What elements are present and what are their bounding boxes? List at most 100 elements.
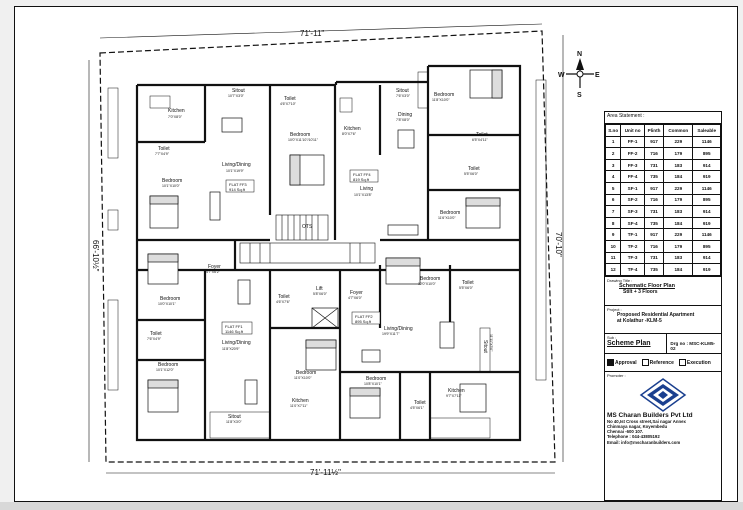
cell: 10 xyxy=(604,239,622,253)
drawing-title: Schematic Floor Plan xyxy=(619,282,675,289)
cell: 4 xyxy=(604,170,622,183)
cell: 183 xyxy=(663,205,694,218)
cell: FF-2 xyxy=(620,147,645,160)
site-boundary xyxy=(99,30,556,463)
cell: 183 xyxy=(663,251,694,265)
room-toilet-w1: Toilet xyxy=(158,146,170,152)
furniture-tables xyxy=(209,117,455,405)
room-toilet-w1-dim: 7'7"X4'9" xyxy=(155,152,170,156)
compass-n: N xyxy=(577,51,582,58)
flat-ff4: FLAT FF4 xyxy=(353,172,371,177)
room-sitout-nw-dim: 10'7"X3'0" xyxy=(228,94,245,98)
room-toilet-e1-dim: 5'5"X6'0" xyxy=(464,172,479,176)
project-section: Project : Proposed Residential Apartment… xyxy=(605,306,721,334)
room-living-ff2: Living/Dining xyxy=(384,326,413,332)
col-unit: Unit no xyxy=(620,124,645,137)
cell: 895 xyxy=(692,193,721,207)
project-line2: at Kolathur -KLM-5 xyxy=(617,317,662,324)
cell: SF-3 xyxy=(620,205,645,218)
dim-bottom: 71'-11½" xyxy=(310,468,341,477)
address-line3: Chennai -600 107. xyxy=(607,429,644,435)
cell: 1 xyxy=(604,135,622,149)
drawing-subtitle: Stilt + 3 Floors xyxy=(623,288,658,295)
cell: SF-1 xyxy=(620,181,645,195)
room-toilet-ne: Toilet xyxy=(476,132,488,138)
cell: 9 xyxy=(604,228,622,241)
room-living-ff1-dim: 11'8"X20'9" xyxy=(222,347,240,351)
room-foyer-w: Foyer xyxy=(208,264,221,270)
lift-shaft xyxy=(311,307,339,329)
cell: 179 xyxy=(663,193,694,207)
room-sitout-nw: Sitout xyxy=(232,88,245,94)
room-toilet-e2-dim: 5'5"X6'0" xyxy=(459,286,474,290)
room-bedroom-sw: Bedroom xyxy=(158,362,178,368)
room-bedroom-sc-dim: 11'0"X10'0" xyxy=(294,376,312,380)
cell: 184 xyxy=(663,263,694,276)
room-sitout-sw: Sitout xyxy=(228,414,241,420)
cell: SF-2 xyxy=(620,193,645,207)
room-bedroom-e2-dim: 12'0"X10'0" xyxy=(418,282,437,286)
telephone: Telephone : 044-43805192 xyxy=(607,434,660,440)
reference-checkbox xyxy=(641,358,649,366)
room-toilet-s2: Toilet xyxy=(414,400,426,406)
approval-label: Approval xyxy=(615,359,637,366)
flat-ff4-area: 819 Sq.ft xyxy=(353,177,370,182)
cell: 184 xyxy=(663,170,694,183)
room-bedroom-w1: Bedroom xyxy=(162,178,182,184)
cell: 895 xyxy=(692,239,721,253)
sub-label: Sub : xyxy=(607,334,617,340)
room-bedroom-e1-dim: 11'6"X10'0" xyxy=(438,216,456,220)
room-toilet-s2-dim: 4'5"X6'1" xyxy=(410,406,425,410)
furniture-beds xyxy=(147,69,503,419)
drawing-title-label: Drawing Title : xyxy=(607,277,633,283)
cell: 731 xyxy=(643,158,665,172)
execution-option: Execution xyxy=(678,358,711,366)
execution-label: Execution xyxy=(686,359,711,366)
room-kitchen-nw-dim: 7'0"X8'0" xyxy=(168,115,183,119)
company-name: MS Charan Builders Pvt Ltd xyxy=(607,411,693,419)
cell: 12 xyxy=(604,263,622,276)
col-plinth: Plinth xyxy=(643,124,665,137)
dim-right: 70'-10" xyxy=(554,232,563,257)
email: Email: info@mscharanbuilders.com xyxy=(607,439,681,445)
flat-ff2: FLAT FF2 xyxy=(355,314,373,319)
flat-ff1-area: 1146 Sq.ft xyxy=(225,329,244,334)
room-kitchen-nc-dim: 8'0"X7'6" xyxy=(342,132,357,136)
room-sitout-se-dim: 11'11"X3'0" xyxy=(489,334,493,352)
bottom-scrollbar[interactable] xyxy=(0,502,743,510)
room-kitchen-se-dim: 9'7"X7'11" xyxy=(446,394,462,398)
cell: 716 xyxy=(643,147,665,160)
cell: 11 xyxy=(604,251,622,265)
room-bedroom-ne: Bedroom xyxy=(434,92,454,98)
status-section: Approval Reference Execution xyxy=(605,354,721,372)
room-toilet-w2: Toilet xyxy=(150,331,162,337)
drg-no: Drg no : MSC-KLM5-02 xyxy=(670,340,716,351)
cell: 3 xyxy=(604,158,622,172)
room-bedroom-s2-dim: 10'8"X10'1" xyxy=(364,382,383,386)
reference-option: Reference xyxy=(641,358,674,366)
cell: 716 xyxy=(643,193,665,207)
address-line2: Chinmaya nagar, Koyembedu xyxy=(607,423,668,429)
reference-label: Reference xyxy=(649,359,674,366)
cell: FF-1 xyxy=(620,135,645,149)
room-ots: OTS xyxy=(302,224,313,230)
room-dining-ne-dim: 7'8"X8'0" xyxy=(396,118,411,122)
flat-ff3: FLAT FF3 xyxy=(229,182,247,187)
room-kitchen-se: Kitchen xyxy=(448,388,465,394)
room-bedroom-s2: Bedroom xyxy=(366,376,386,382)
cell: 914 xyxy=(692,205,721,218)
dim-left: 66'-10½" xyxy=(91,240,100,272)
dim-top: 71'-11" xyxy=(300,29,324,38)
company-logo xyxy=(639,377,687,412)
cell: 919 xyxy=(692,263,721,276)
